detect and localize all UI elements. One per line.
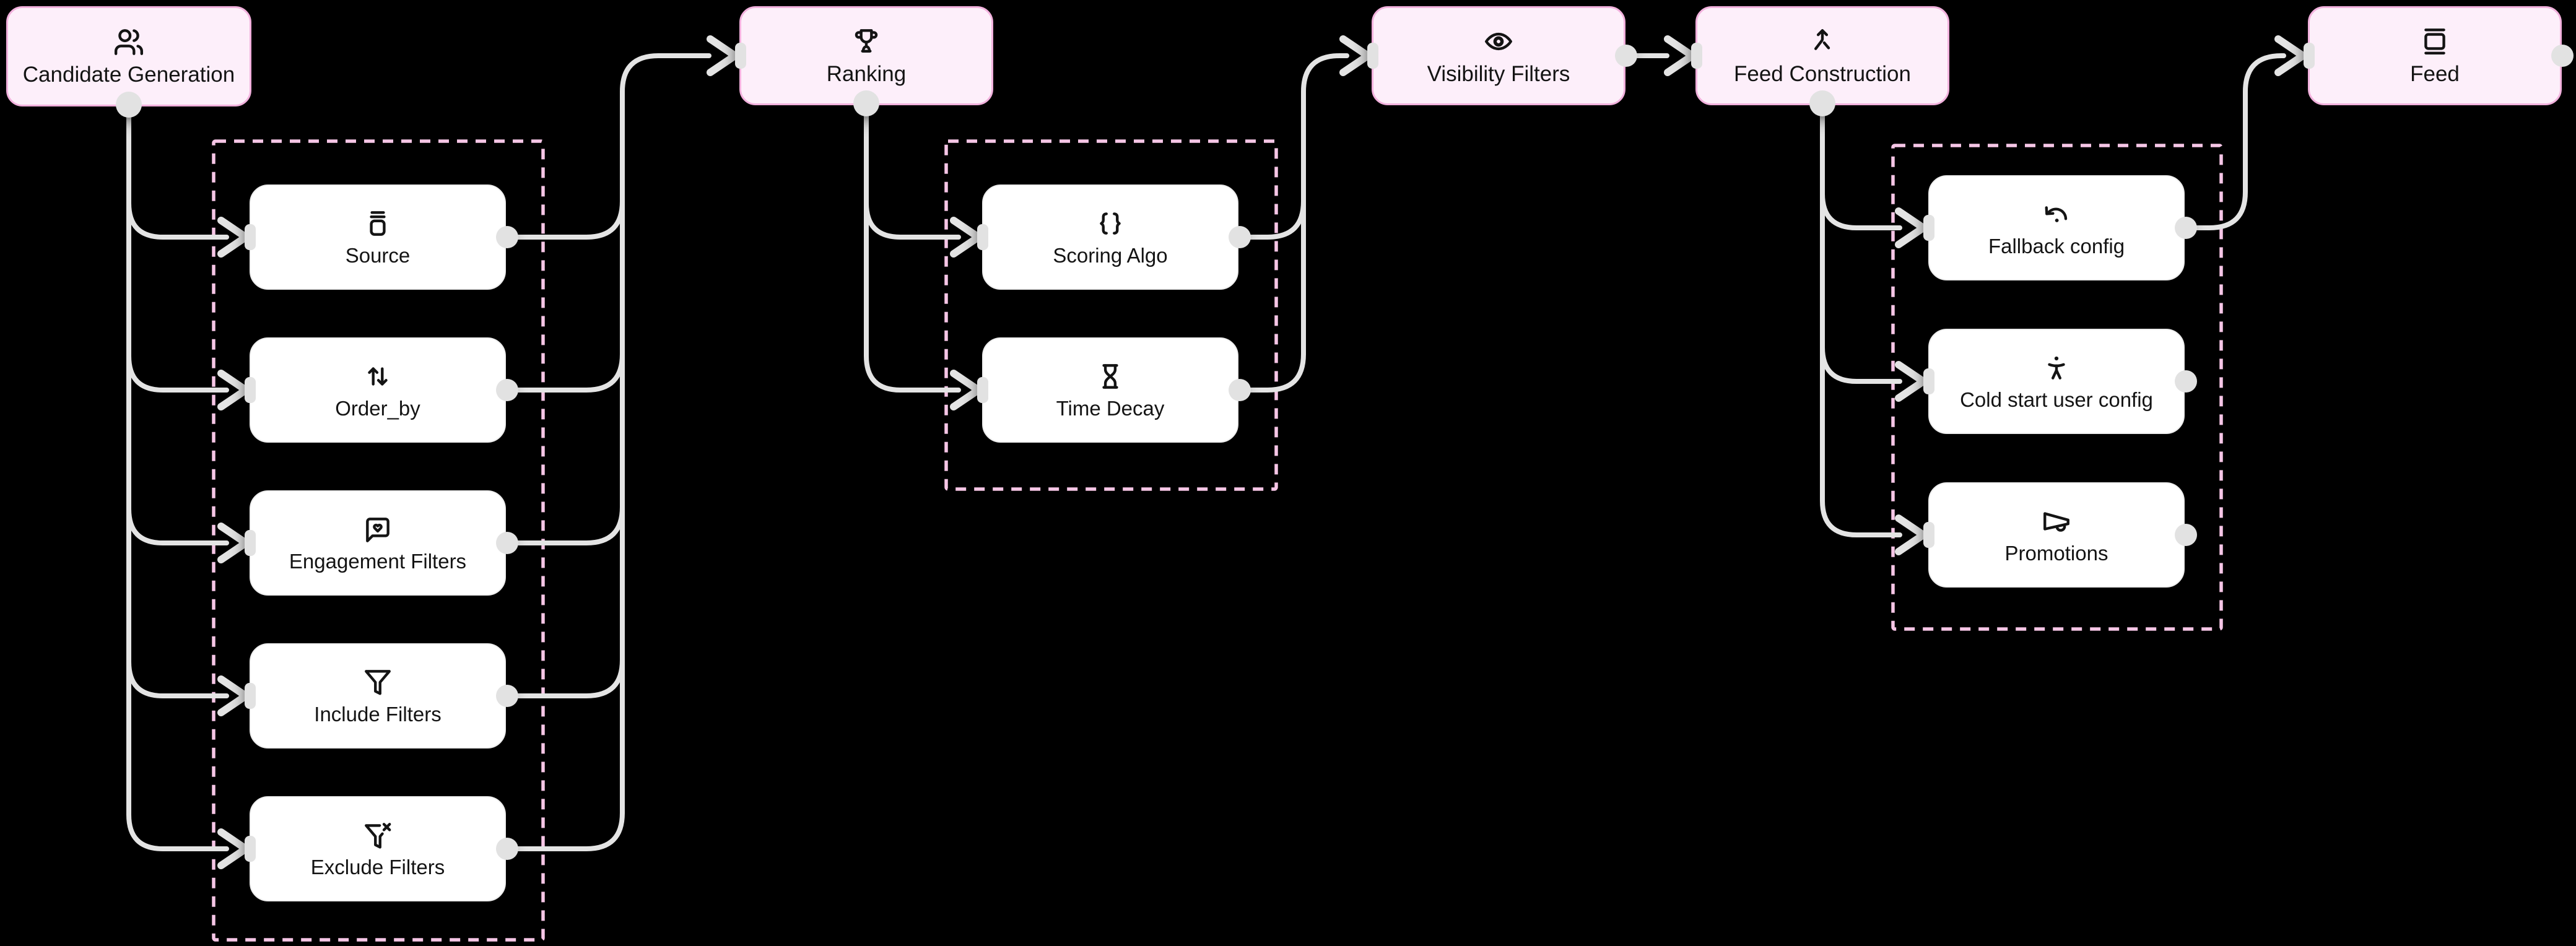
users-icon <box>113 26 144 58</box>
merge-arrow-icon <box>1807 25 1838 58</box>
node-label: Candidate Generation <box>22 62 235 87</box>
input-port[interactable] <box>1367 43 1378 69</box>
input-port[interactable] <box>2304 43 2315 69</box>
eye-icon <box>1483 25 1514 58</box>
output-port[interactable] <box>496 838 518 860</box>
input-port[interactable] <box>245 836 256 862</box>
output-port[interactable] <box>853 90 879 116</box>
output-port[interactable] <box>2175 370 2197 393</box>
person-standing-icon <box>2041 352 2072 384</box>
group-ranking-settings <box>944 139 1278 491</box>
output-port[interactable] <box>1229 226 1251 248</box>
hourglass-icon <box>1095 360 1126 393</box>
output-port[interactable] <box>1615 45 1637 67</box>
node-order-by[interactable]: Order_by <box>245 337 518 443</box>
node-visibility-filters[interactable]: Visibility Filters <box>1367 6 1637 105</box>
input-port[interactable] <box>245 224 256 250</box>
node-engagement-filters[interactable]: Engagement Filters <box>245 490 518 596</box>
node-candidate-generation[interactable]: Candidate Generation <box>6 6 251 118</box>
braces-icon <box>1095 207 1126 240</box>
node-cold-start-user-config[interactable]: Cold start user config <box>1923 329 2197 434</box>
gallery-vertical-icon <box>2419 25 2450 58</box>
node-label: Order_by <box>335 396 420 420</box>
funnel-icon <box>362 666 393 698</box>
output-port[interactable] <box>116 92 142 118</box>
output-port[interactable] <box>496 685 518 707</box>
input-port[interactable] <box>1923 522 1934 548</box>
node-label: Feed <box>2410 61 2460 86</box>
input-port[interactable] <box>977 377 988 403</box>
output-port[interactable] <box>496 226 518 248</box>
input-port[interactable] <box>1691 43 1702 69</box>
node-feed[interactable]: Feed <box>2304 6 2574 105</box>
node-ranking[interactable]: Ranking <box>735 6 993 116</box>
node-label: Cold start user config <box>1960 388 2153 411</box>
node-exclude-filters[interactable]: Exclude Filters <box>245 796 518 901</box>
node-label: Feed Construction <box>1734 61 1911 86</box>
edge-ranking-fanout <box>864 103 961 393</box>
node-feed-construction[interactable]: Feed Construction <box>1691 6 1949 116</box>
node-label: Fallback config <box>1988 234 2125 258</box>
node-label: Engagement Filters <box>289 549 467 573</box>
input-port[interactable] <box>245 530 256 556</box>
node-label: Include Filters <box>314 702 442 726</box>
arrowheads <box>217 35 2307 869</box>
output-port[interactable] <box>2175 217 2197 239</box>
node-label: Exclude Filters <box>310 855 445 879</box>
funnel-x-icon <box>362 819 393 851</box>
edge-feed-construction-fanout <box>1820 103 1902 537</box>
edge-settings-to-ranking <box>506 53 711 851</box>
jar-icon <box>362 207 393 240</box>
input-port[interactable] <box>977 224 988 250</box>
edge-fallback-to-feed <box>2185 53 2286 230</box>
node-source[interactable]: Source <box>245 184 518 290</box>
arrow-up-down-icon <box>362 360 393 393</box>
node-label: Time Decay <box>1056 396 1165 420</box>
input-port[interactable] <box>735 43 746 69</box>
edge-ranking-settings-to-visibility <box>1238 53 1349 393</box>
undo-dot-icon <box>2041 198 2072 230</box>
input-port[interactable] <box>245 683 256 709</box>
node-label: Promotions <box>2004 541 2108 565</box>
output-port[interactable] <box>1809 90 1835 116</box>
output-port[interactable] <box>496 379 518 401</box>
output-port[interactable] <box>1229 379 1251 401</box>
node-promotions[interactable]: Promotions <box>1923 482 2197 588</box>
trophy-icon <box>851 25 882 58</box>
megaphone-icon <box>2041 505 2072 537</box>
node-time-decay[interactable]: Time Decay <box>977 337 1251 443</box>
node-label: Visibility Filters <box>1427 61 1570 86</box>
edge-candidate-fanout <box>126 104 229 851</box>
node-label: Source <box>345 243 411 267</box>
node-include-filters[interactable]: Include Filters <box>245 643 518 749</box>
message-heart-icon <box>362 513 393 545</box>
output-port[interactable] <box>2175 524 2197 546</box>
node-label: Scoring Algo <box>1053 243 1168 267</box>
output-port[interactable] <box>2551 45 2574 67</box>
input-port[interactable] <box>1923 368 1934 394</box>
node-fallback-config[interactable]: Fallback config <box>1923 175 2197 280</box>
output-port[interactable] <box>496 532 518 554</box>
input-port[interactable] <box>1923 215 1934 241</box>
node-scoring-algo[interactable]: Scoring Algo <box>977 184 1251 290</box>
group-feed-construction-settings <box>1891 144 2223 631</box>
input-port[interactable] <box>245 377 256 403</box>
node-label: Ranking <box>826 61 907 86</box>
